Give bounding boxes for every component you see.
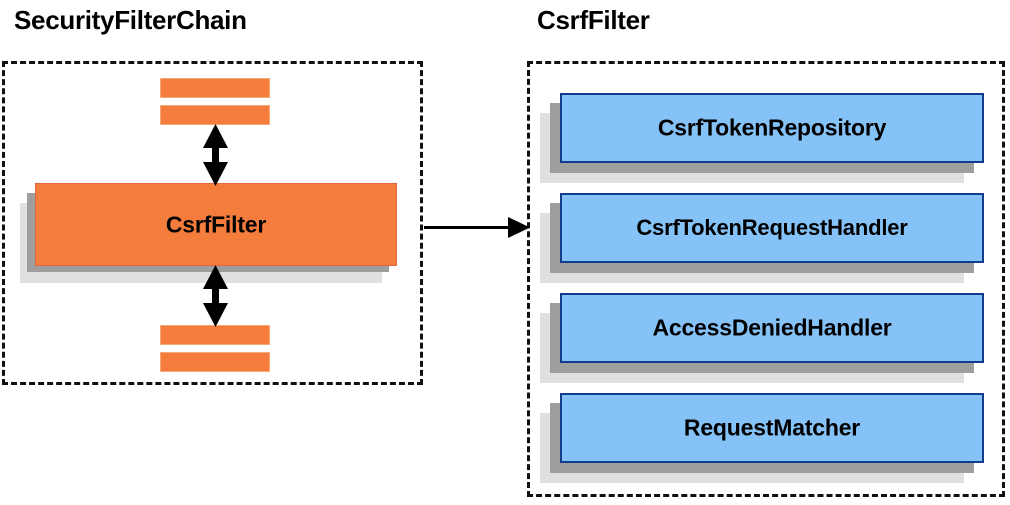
filter-bar-top-1	[160, 78, 270, 98]
right-panel-title: CsrfFilter	[537, 5, 650, 35]
collaborator-label: RequestMatcher	[683, 414, 861, 441]
collaborator-label: CsrfTokenRequestHandler	[636, 215, 908, 240]
collaborator-box-csrf-token-request-handler[interactable]: CsrfTokenRequestHandler	[560, 193, 984, 263]
csrf-filter-detail-container	[527, 61, 1005, 497]
csrf-filter-box-label: CsrfFilter	[165, 211, 267, 237]
left-panel-title: SecurityFilterChain	[14, 5, 247, 35]
collaborator-box-access-denied-handler[interactable]: AccessDeniedHandler	[560, 293, 984, 363]
collaborator-label: CsrfTokenRepository	[657, 114, 887, 141]
collaborator-box-request-matcher[interactable]: RequestMatcher	[560, 393, 984, 463]
filter-bar-bottom-1	[160, 325, 270, 345]
security-filter-chain-container	[2, 61, 423, 385]
csrffilter-expansion-arrow	[424, 217, 530, 238]
collaborator-box-csrf-token-repository[interactable]: CsrfTokenRepository	[560, 93, 984, 163]
filter-bar-bottom-2	[160, 352, 270, 372]
filter-bar-top-2	[160, 105, 270, 125]
collaborator-label: AccessDeniedHandler	[652, 314, 892, 341]
csrf-filter-box[interactable]: CsrfFilter	[35, 183, 397, 266]
